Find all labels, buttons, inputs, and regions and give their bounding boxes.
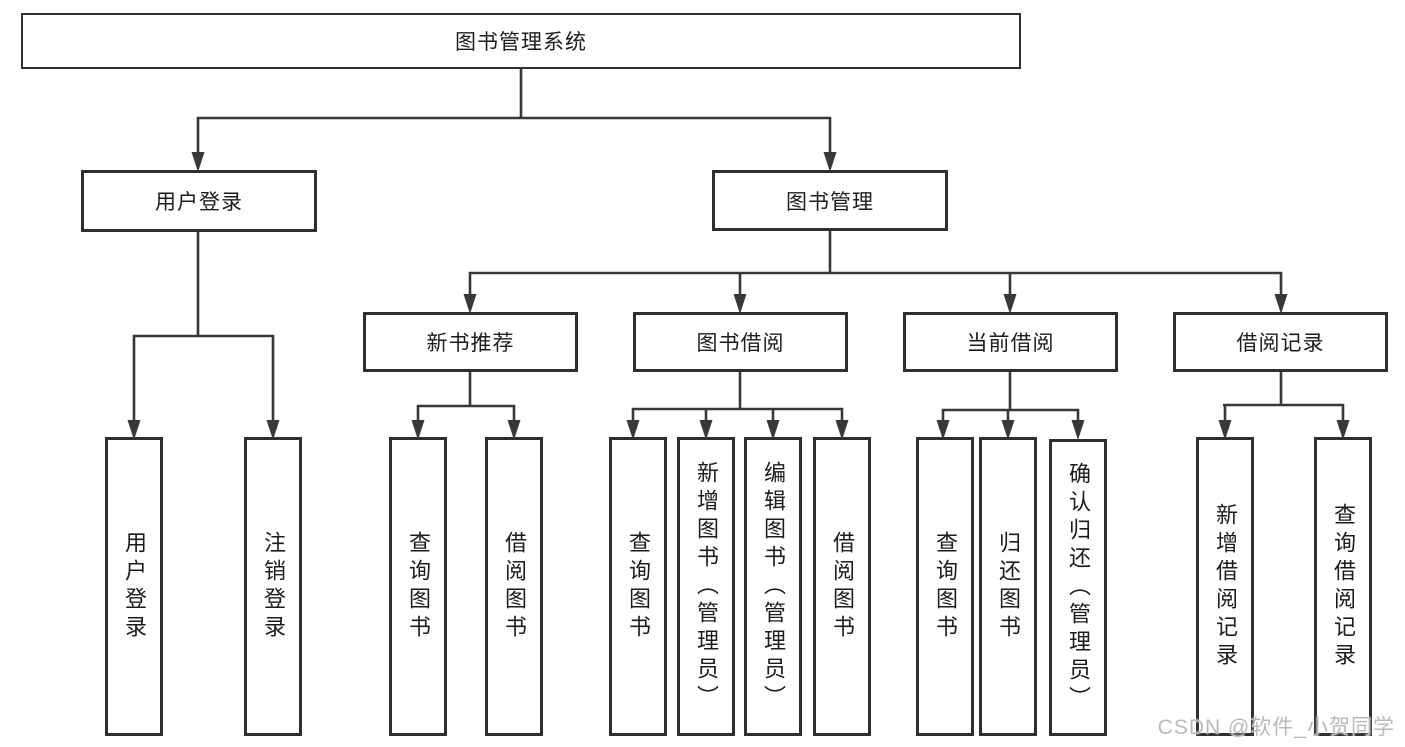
leaf-borrow-book-recommend-label: 借阅图书 — [502, 530, 527, 643]
node-book-borrow: 图书借阅 — [633, 312, 848, 372]
leaf-confirm-return-admin: 确认归还（管理员） — [1049, 439, 1107, 736]
leaf-borrow-book-label: 借阅图书 — [830, 530, 855, 643]
leaf-add-book-admin-label: 新增图书（管理员） — [694, 460, 719, 713]
leaf-edit-book-admin-label: 编辑图书（管理员） — [761, 460, 786, 713]
node-book-borrow-label: 图书借阅 — [696, 332, 785, 355]
watermark: CSDN @软件_小贺同学 — [1157, 716, 1395, 739]
node-book-management-label: 图书管理 — [786, 190, 874, 214]
node-root-label: 图书管理系统 — [455, 31, 587, 54]
leaf-borrow-book: 借阅图书 — [813, 437, 871, 736]
leaf-user-login-label: 用户登录 — [122, 530, 147, 643]
leaf-logout-label: 注销登录 — [261, 530, 286, 643]
node-user-login: 用户登录 — [81, 170, 317, 232]
leaf-query-book-borrow: 查询图书 — [609, 437, 667, 736]
leaf-query-book-current-label: 查询图书 — [933, 530, 958, 643]
node-new-book-recommend: 新书推荐 — [363, 312, 578, 372]
leaf-query-book-recommend: 查询图书 — [389, 437, 447, 736]
node-new-book-recommend-label: 新书推荐 — [426, 332, 515, 355]
leaf-return-book-label: 归还图书 — [996, 530, 1021, 643]
leaf-edit-book-admin: 编辑图书（管理员） — [744, 437, 802, 736]
leaf-add-book-admin: 新增图书（管理员） — [677, 437, 735, 736]
leaf-logout: 注销登录 — [244, 437, 302, 736]
leaf-confirm-return-admin-label: 确认归还（管理员） — [1066, 461, 1091, 714]
node-root: 图书管理系统 — [21, 13, 1021, 69]
leaf-query-book-current: 查询图书 — [916, 437, 974, 736]
node-current-borrow: 当前借阅 — [903, 312, 1118, 372]
node-book-management: 图书管理 — [712, 170, 948, 231]
leaf-user-login: 用户登录 — [105, 437, 163, 736]
leaf-add-borrow-record-label: 新增借阅记录 — [1213, 502, 1238, 671]
leaf-query-borrow-record: 查询借阅记录 — [1314, 437, 1372, 736]
leaf-query-borrow-record-label: 查询借阅记录 — [1331, 502, 1356, 671]
node-user-login-label: 用户登录 — [155, 191, 243, 214]
leaf-query-book-recommend-label: 查询图书 — [406, 530, 431, 643]
node-borrow-record-label: 借阅记录 — [1236, 332, 1325, 355]
leaf-add-borrow-record: 新增借阅记录 — [1196, 437, 1254, 736]
leaf-return-book: 归还图书 — [979, 437, 1037, 736]
node-borrow-record: 借阅记录 — [1173, 312, 1388, 372]
node-current-borrow-label: 当前借阅 — [966, 332, 1055, 355]
leaf-query-book-borrow-label: 查询图书 — [626, 530, 651, 643]
leaf-borrow-book-recommend: 借阅图书 — [485, 437, 543, 736]
